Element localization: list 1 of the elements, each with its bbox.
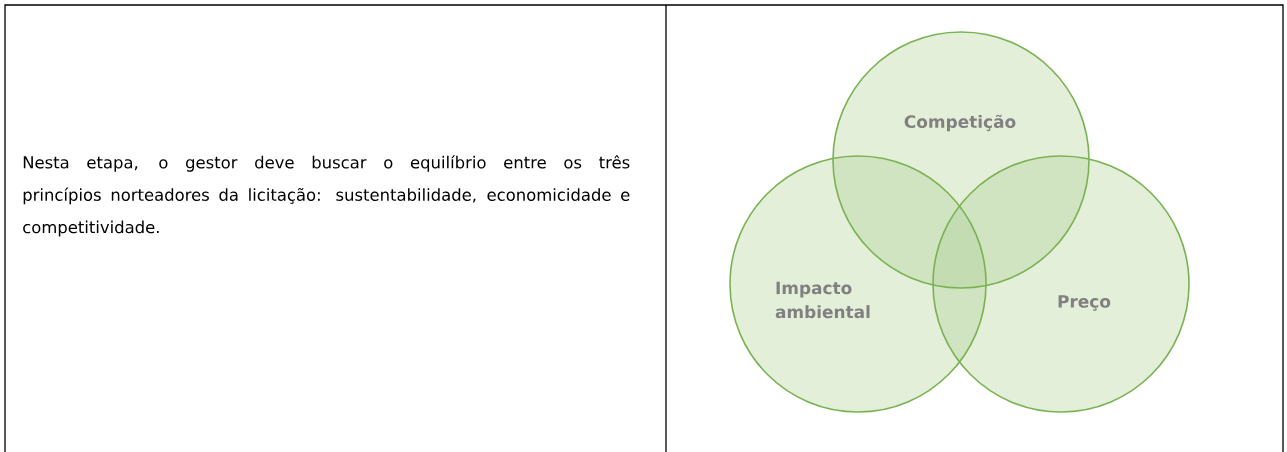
paragraph: Nesta etapa, o gestor deve buscar o equilíbrio entre os três princípios norteadores da licitação: sustentabilidade, economicidade e competitividade.: [23, 155, 630, 237]
